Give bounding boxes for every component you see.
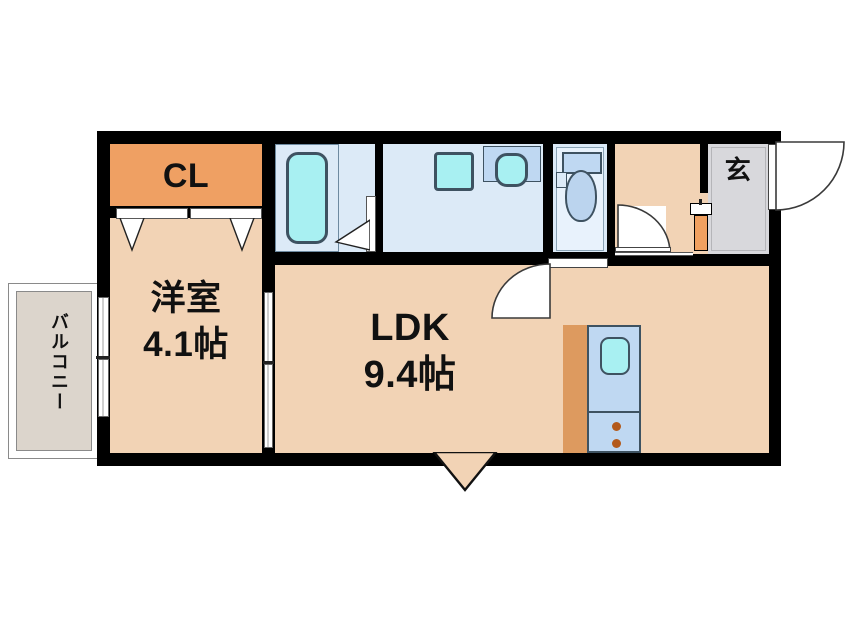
shoe-cabinet-handle (699, 199, 702, 205)
closet-door-swing-icons (119, 218, 255, 252)
closet-label: CL (162, 157, 210, 195)
shoe-cabinet-icon (694, 215, 708, 251)
ldk-hall-door-leaf[interactable] (548, 258, 608, 268)
stove-knob-bottom (612, 439, 621, 448)
sliding-door-midmark (263, 361, 274, 364)
bedroom-area-label: 4.1帖 (143, 325, 229, 364)
wall-entrance-bottom (607, 254, 781, 266)
ldk-label: LDK (370, 307, 450, 349)
wall-toilet-hall (607, 131, 615, 254)
kitchen-sink-icon (600, 337, 630, 375)
entrance-door-swing-arc (775, 141, 845, 211)
balcony-door-midmark (96, 356, 110, 359)
sliding-door-track-bedroom (264, 288, 273, 292)
wall-wet-bottom (262, 252, 615, 265)
bathtub-icon (286, 152, 328, 244)
hall-threshold-line (615, 252, 693, 256)
balcony-sliding-door-lower[interactable] (98, 359, 109, 417)
washing-machine-space-icon (434, 152, 474, 191)
balcony-label: バルコニー (48, 312, 69, 412)
ldk-hall-door-swing-arc (491, 263, 551, 319)
toilet-door-jamb (615, 247, 671, 252)
kitchen-counter-side (563, 325, 587, 453)
kitchen-unit-divider (587, 411, 641, 413)
washbasin-icon (495, 153, 528, 187)
wall-hall-entrance (700, 131, 708, 193)
bedroom-area (110, 218, 262, 453)
bedroom-sliding-door-leaf-lower[interactable] (264, 364, 273, 448)
closet-folding-door-left[interactable] (116, 208, 188, 219)
ldk-area-label: 9.4帖 (363, 354, 457, 396)
kitchen-sink-unit (587, 325, 641, 453)
ldk-window-direction-marker (432, 452, 498, 492)
balcony-sliding-door-upper[interactable] (98, 297, 109, 357)
entrance-floor (711, 147, 766, 251)
entrance-label: 玄 (724, 156, 752, 186)
wall-bath-washroom (375, 131, 383, 252)
closet-folding-door-right[interactable] (190, 208, 262, 219)
toilet-handle-icon (556, 172, 567, 188)
toilet-bowl-icon (565, 170, 597, 222)
wall-bedroom-bath (262, 131, 275, 266)
balcony-floor (16, 291, 92, 451)
bedroom-label: 洋室 (150, 279, 222, 319)
bath-folding-door-swing (334, 219, 370, 251)
wall-washroom-toilet (543, 131, 553, 254)
bathtub-surround (275, 144, 339, 252)
closet-area (110, 144, 262, 206)
bedroom-sliding-door-leaf-upper[interactable] (264, 292, 273, 362)
stove-knob-top (612, 422, 621, 431)
